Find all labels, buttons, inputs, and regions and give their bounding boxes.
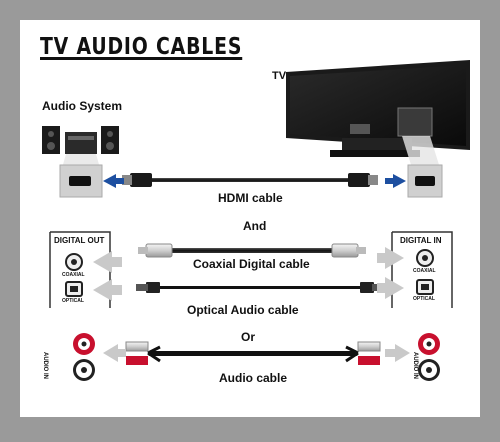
audio-hdmi-port-callout: [59, 154, 103, 198]
tv-label: TV: [272, 70, 287, 82]
audio-in-port-label: AUDIO IN: [412, 352, 418, 379]
hdmi-cable-label: HDMI cable: [218, 191, 283, 205]
rca-audio-cable: [103, 341, 410, 365]
coaxial-out-port-label: COAXIAL: [62, 272, 85, 278]
optical-cable: [93, 277, 404, 301]
digital-in-panel: [391, 231, 453, 308]
diagram-title: TV AUDIO CABLES: [40, 34, 243, 60]
or-label: Or: [241, 330, 256, 344]
audio-in-panel: [418, 333, 440, 381]
audio-out-panel: [73, 333, 95, 381]
digital-out-label: DIGITAL OUT: [54, 236, 105, 245]
hdmi-cable: [103, 173, 406, 188]
and-label: And: [243, 219, 267, 233]
audio-system-icon: [42, 126, 119, 154]
optical-in-port-label: OPTICAL: [413, 296, 435, 302]
digital-in-label: DIGITAL IN: [400, 236, 442, 245]
coaxial-cable-label: Coaxial Digital cable: [193, 257, 310, 271]
optical-out-port-label: OPTICAL: [62, 298, 84, 304]
audio-cable-label: Audio cable: [219, 371, 288, 385]
coaxial-cable: [93, 243, 404, 273]
audio-system-label: Audio System: [42, 99, 123, 113]
tv-hdmi-port-callout: [402, 136, 443, 198]
coaxial-in-port-label: COAXIAL: [413, 268, 436, 274]
optical-cable-label: Optical Audio cable: [187, 303, 299, 317]
audio-out-port-label: AUDIO IN: [42, 352, 48, 379]
